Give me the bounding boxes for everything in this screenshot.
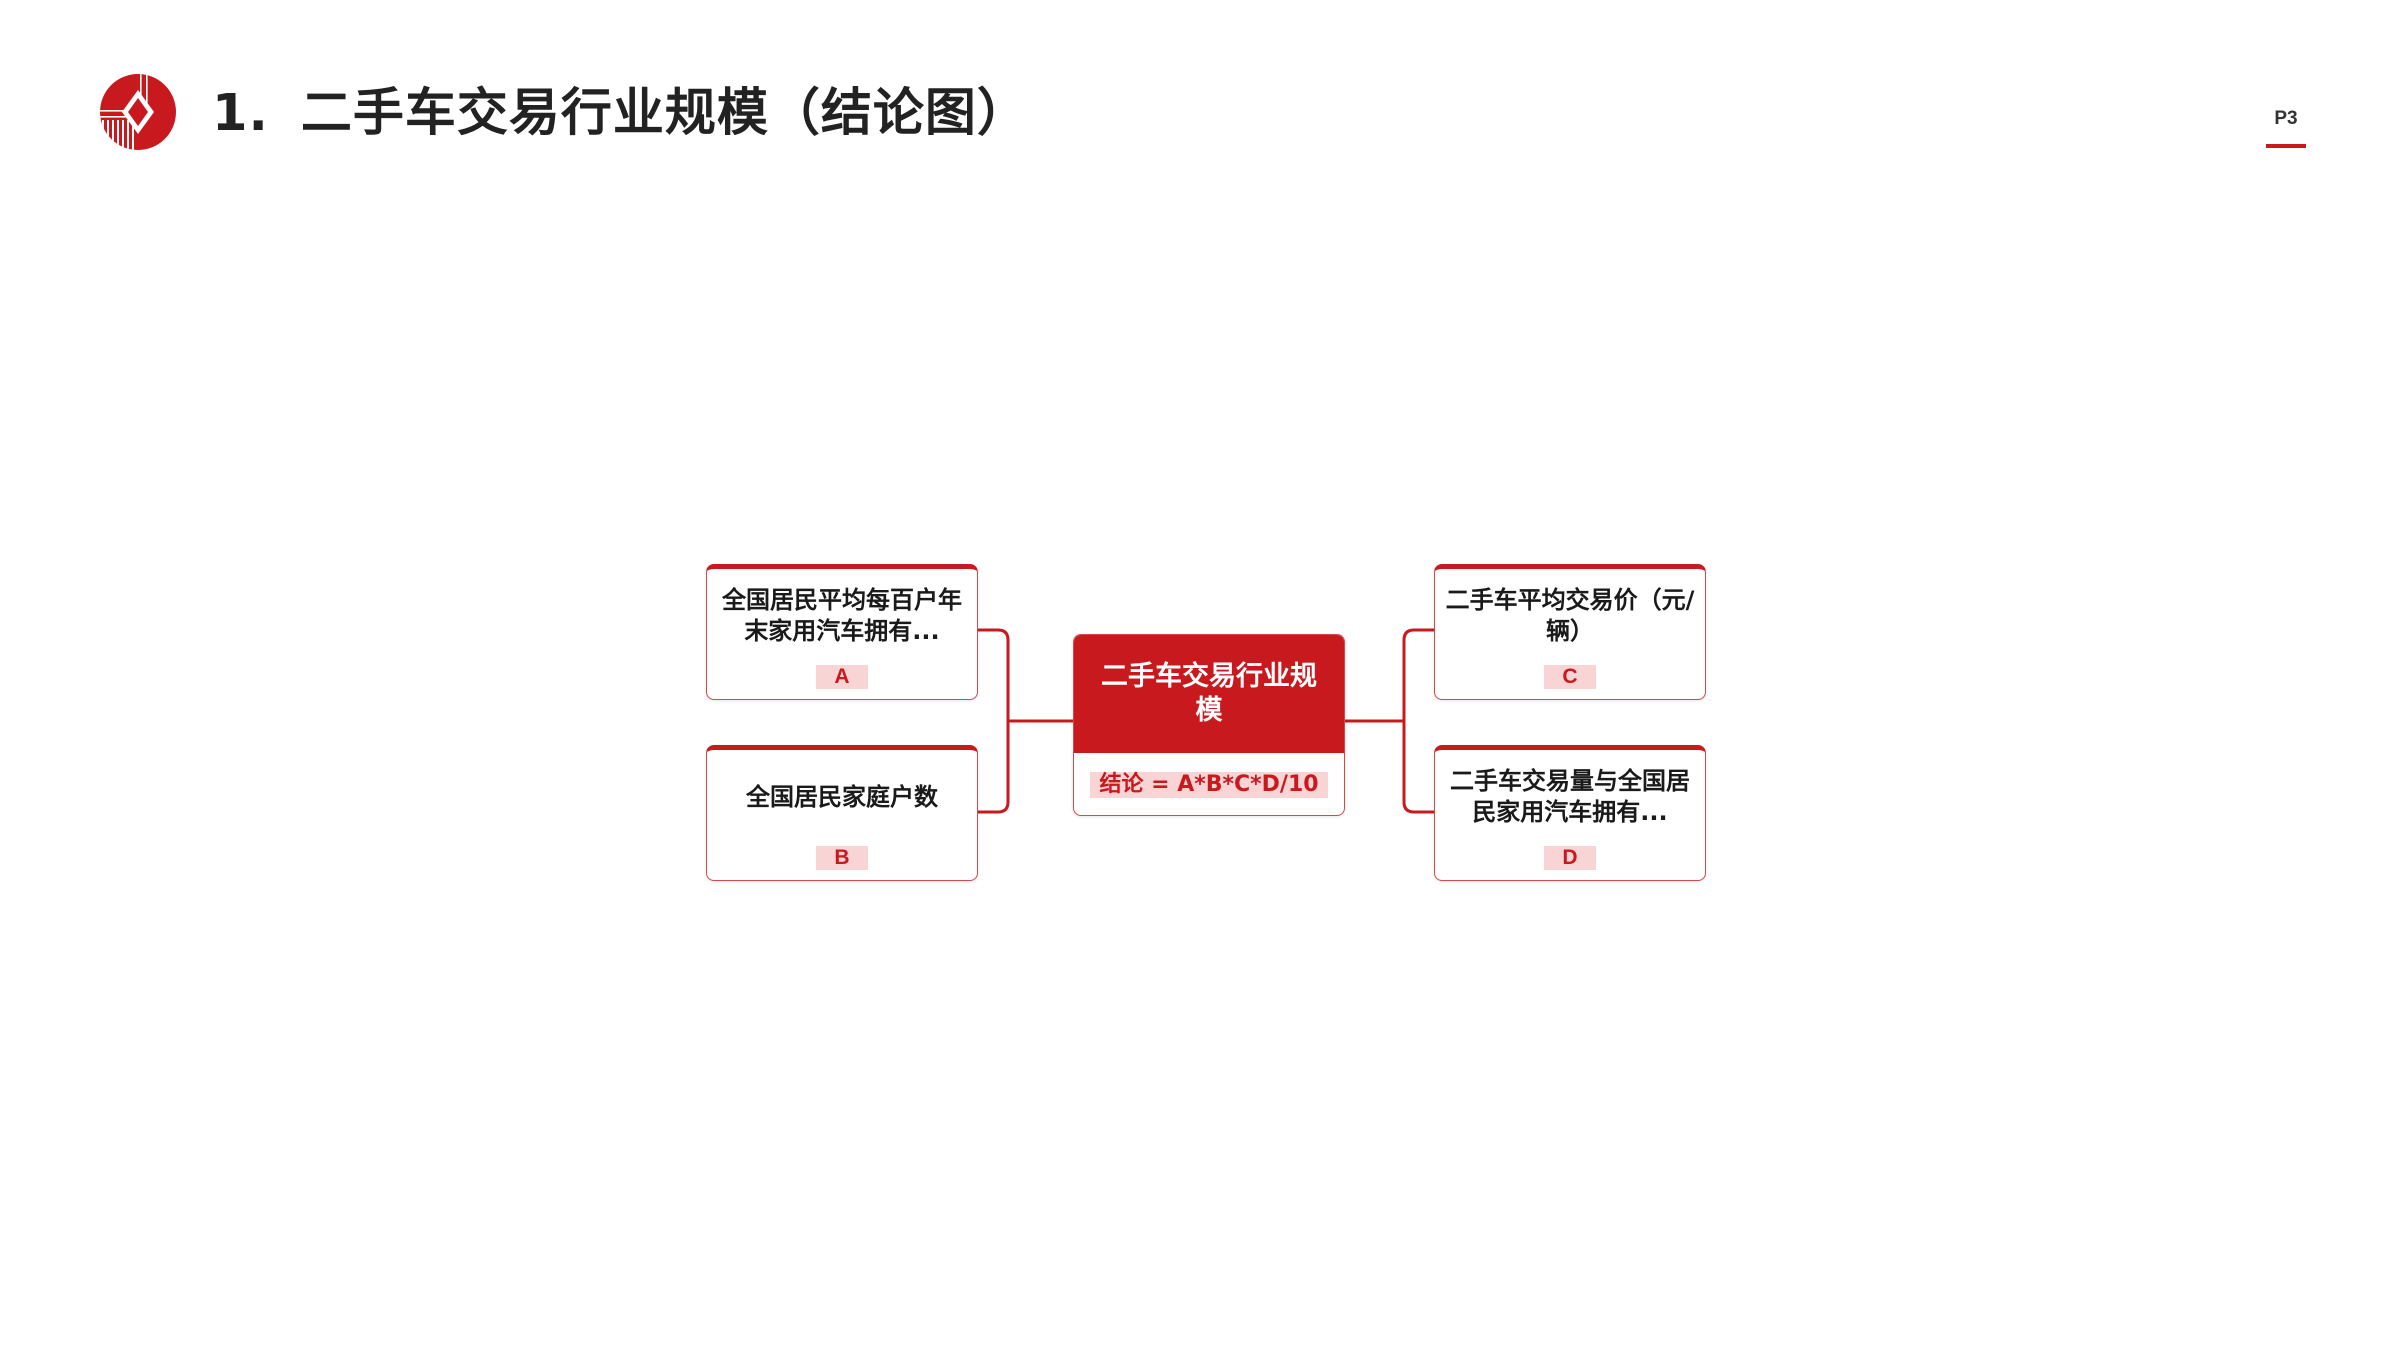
page-number-underline xyxy=(2266,144,2306,148)
page-number: P3 xyxy=(2274,108,2298,129)
node-card-c: 二手车平均交易价（元/辆） C xyxy=(1434,564,1706,700)
center-node-title: 二手车交易行业规模 xyxy=(1074,635,1344,753)
node-badge: A xyxy=(816,665,868,689)
node-label: 全国居民家庭户数 xyxy=(746,782,938,811)
node-card-d: 二手车交易量与全国居民家用汽车拥有... D xyxy=(1434,745,1706,881)
section-number: 1. xyxy=(212,84,269,143)
node-badge: D xyxy=(1544,846,1596,870)
page-title: 1. 二手车交易行业规模（结论图） xyxy=(212,82,1029,146)
node-label: 二手车交易量与全国居民家用汽车拥有... xyxy=(1450,767,1690,826)
center-node-formula: 结论 = A*B*C*D/10 xyxy=(1090,772,1328,798)
connector-right xyxy=(1345,628,1434,814)
node-card-b: 全国居民家庭户数 B xyxy=(706,745,978,881)
node-card-a: 全国居民平均每百户年末家用汽车拥有... A xyxy=(706,564,978,700)
connector-left xyxy=(978,628,1073,814)
company-logo-icon xyxy=(100,74,176,150)
node-label: 全国居民平均每百户年末家用汽车拥有... xyxy=(722,586,962,645)
node-badge: C xyxy=(1544,665,1596,689)
node-badge: B xyxy=(816,846,868,870)
section-title: 二手车交易行业规模（结论图） xyxy=(300,84,1029,143)
center-node: 二手车交易行业规模 结论 = A*B*C*D/10 xyxy=(1073,634,1345,816)
node-label: 二手车平均交易价（元/辆） xyxy=(1445,586,1695,645)
